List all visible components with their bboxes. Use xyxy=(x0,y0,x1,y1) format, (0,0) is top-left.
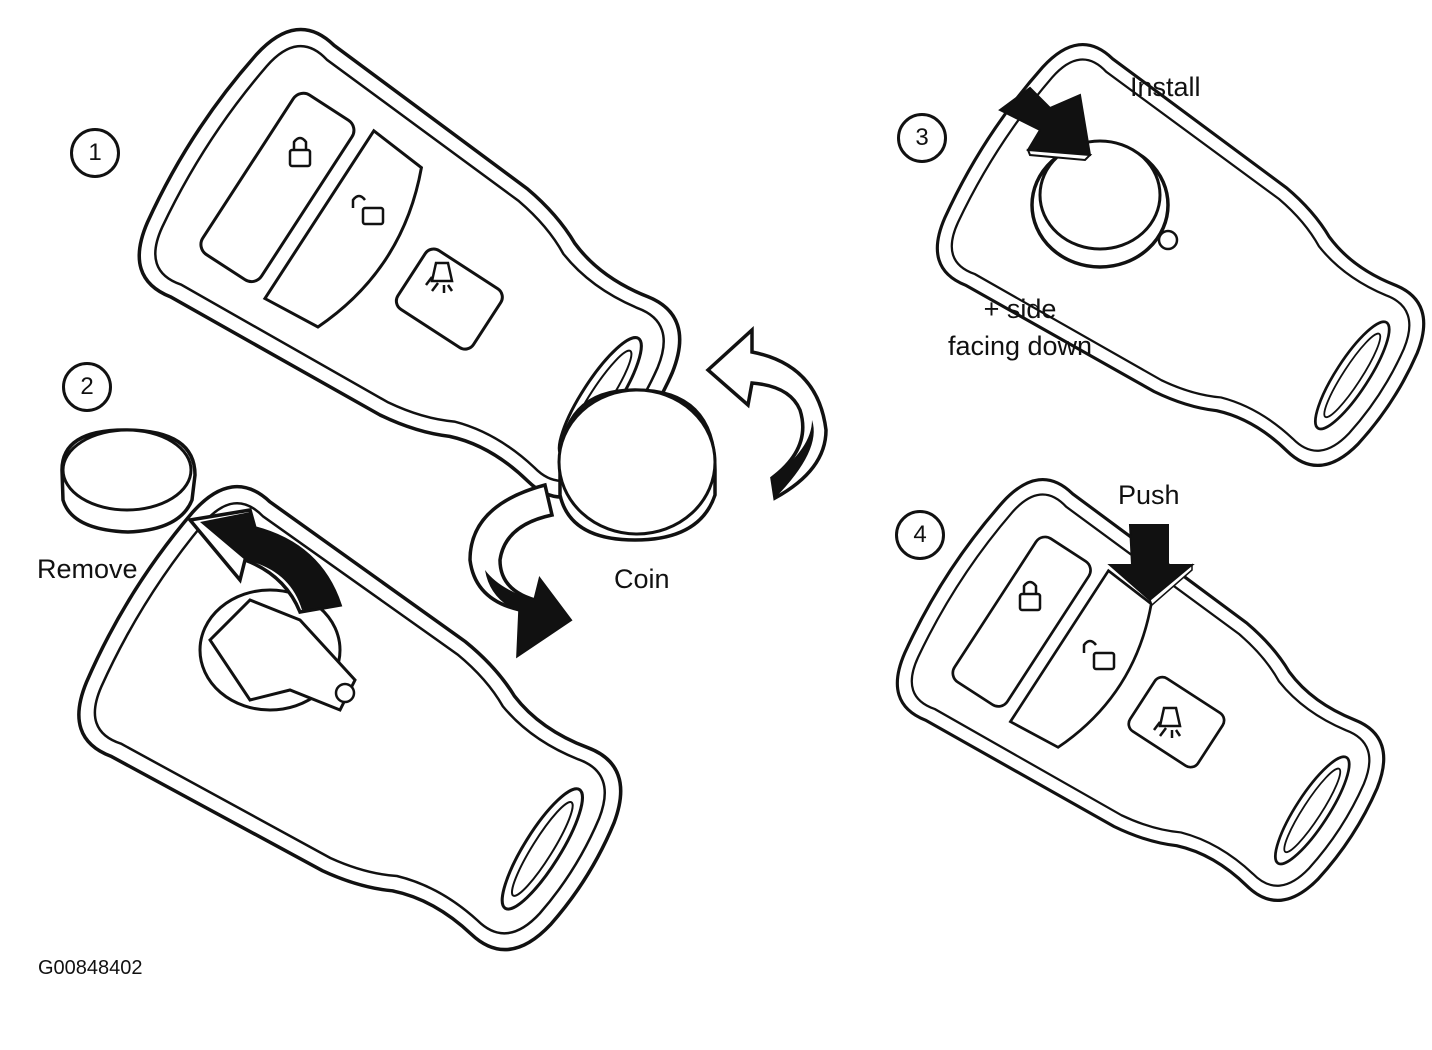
unlock-icon xyxy=(1082,639,1116,671)
push-arrow-icon xyxy=(1107,524,1195,607)
step-number-2: 2 xyxy=(62,362,112,412)
install-label: Install xyxy=(1130,72,1201,102)
unlock-button xyxy=(1008,568,1153,749)
key-ring-slot xyxy=(1274,755,1351,866)
rotate-arrow-down-icon xyxy=(468,482,573,659)
lock-button xyxy=(199,91,356,284)
side-label-line2: facing down xyxy=(947,331,1093,361)
step-number-3: 3 xyxy=(897,113,947,163)
coin-label: Coin xyxy=(614,564,670,594)
side-label-line1: + side xyxy=(983,294,1057,324)
remove-label: Remove xyxy=(37,554,138,584)
lock-icon xyxy=(288,136,312,168)
panic-alarm-icon xyxy=(1153,706,1182,738)
unlock-button xyxy=(262,128,424,329)
battery-holder xyxy=(198,588,357,712)
panic-alarm-icon xyxy=(425,261,454,293)
figure-code: G00848402 xyxy=(38,957,143,979)
step3-fob-open xyxy=(912,23,1432,517)
remove-arrow-icon xyxy=(186,508,343,614)
install-arrow-icon xyxy=(998,86,1093,162)
step1-fob xyxy=(111,5,729,555)
step2-fob-open xyxy=(51,463,669,1007)
removed-battery xyxy=(60,428,197,534)
key-ring-slot xyxy=(500,787,584,911)
panic-button xyxy=(394,247,504,351)
step-number-1: 1 xyxy=(70,128,120,178)
lock-icon xyxy=(1018,580,1042,612)
unlock-icon xyxy=(351,194,385,226)
key-ring-slot xyxy=(1314,320,1391,431)
coin-illustration xyxy=(557,388,717,542)
lock-button xyxy=(951,535,1092,708)
panic-button xyxy=(1127,675,1226,769)
rotate-arrow-up-icon xyxy=(705,326,828,501)
step-number-4: 4 xyxy=(895,510,945,560)
push-label: Push xyxy=(1118,480,1180,510)
step4-fob xyxy=(872,458,1428,952)
installed-battery xyxy=(1030,139,1179,269)
